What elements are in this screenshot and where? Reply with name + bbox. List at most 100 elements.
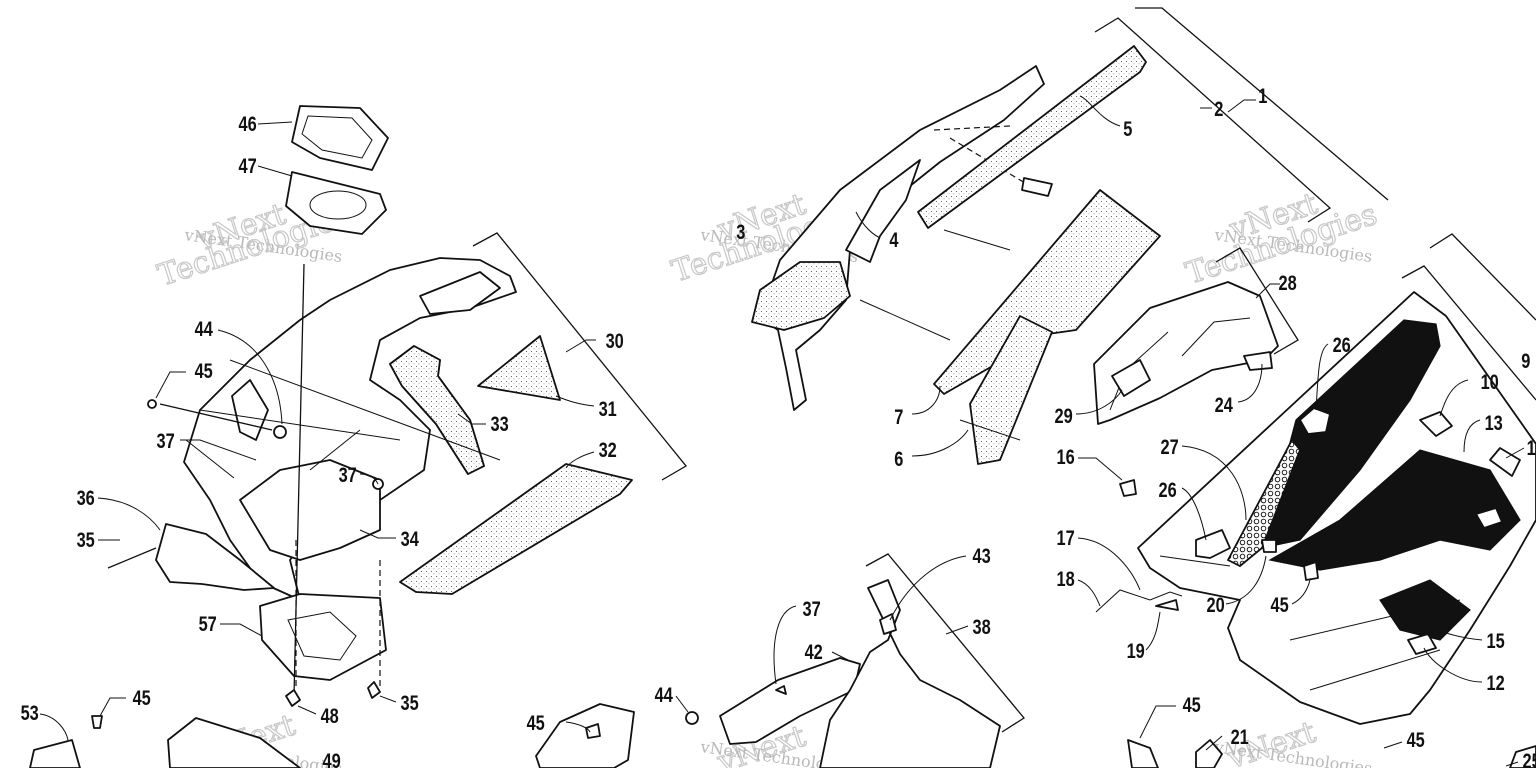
top-shroud-assembly [751, 65, 1053, 411]
callout-18: 18 [1057, 567, 1075, 590]
callout-45a: 45 [195, 359, 213, 382]
leader-44a [217, 329, 283, 425]
leader-27 [1181, 445, 1247, 521]
leader-13 [1463, 419, 1481, 453]
callout-6: 6 [894, 447, 903, 470]
bracket-38 [865, 553, 1025, 733]
callout-32: 32 [599, 438, 617, 461]
callout-28: 28 [1279, 271, 1297, 294]
leader-14 [1505, 447, 1525, 459]
callout-53: 53 [21, 701, 39, 724]
callout-38: 38 [973, 615, 991, 638]
leader-34 [359, 529, 396, 539]
leader-53 [39, 713, 69, 741]
bottom-left-parts [29, 715, 301, 768]
leader-44b [675, 695, 689, 713]
callout-45c: 45 [527, 711, 545, 734]
side-panel-assembly [1137, 291, 1536, 725]
clip-43 [879, 613, 897, 635]
leader-26a [1315, 343, 1329, 411]
side-panel-detail-lines [1159, 555, 1461, 691]
callout-31: 31 [599, 397, 617, 420]
screw-48 [285, 689, 301, 707]
vent-clip-24 [1243, 351, 1273, 371]
part-53 [29, 739, 81, 768]
vent-panel [1093, 281, 1279, 425]
callout-46: 46 [239, 112, 257, 135]
leader-29 [1075, 389, 1123, 415]
side-panel-graphic-upper [1261, 319, 1441, 549]
leader-4 [855, 211, 881, 239]
callout-35a: 35 [77, 528, 95, 551]
screw-35-bottom [367, 681, 381, 699]
callout-57: 57 [199, 612, 217, 635]
leader-15 [1427, 625, 1483, 641]
callout-37b: 37 [339, 463, 357, 486]
fasteners [107, 399, 1319, 739]
callout-labels: 1 2 3 4 5 6 7 9 10 12 13 14 15 16 17 18 … [21, 84, 1536, 768]
gasket-46-inner [301, 115, 373, 159]
leader-32 [565, 451, 595, 469]
gasket-plates [285, 105, 389, 235]
callout-48: 48 [321, 704, 339, 727]
callout-20: 20 [1207, 593, 1225, 616]
callout-15: 15 [1487, 629, 1505, 652]
leader-47 [257, 165, 293, 177]
leader-6 [911, 429, 969, 457]
callout-26b: 26 [1159, 478, 1177, 501]
leader-7 [911, 385, 941, 415]
callout-42: 42 [805, 640, 823, 663]
leader-33 [457, 413, 486, 425]
side-panel-mesh [1226, 438, 1302, 568]
assembly-brackets [472, 7, 1536, 733]
leader-36 [97, 497, 161, 531]
callout-4: 4 [889, 228, 899, 251]
screw-35-left [107, 547, 157, 569]
leader-37b [359, 473, 379, 485]
callout-17: 17 [1057, 526, 1075, 549]
callout-49: 49 [323, 749, 341, 768]
screw-45-right [1303, 561, 1319, 581]
screw-head-45 [147, 399, 157, 409]
callout-29: 29 [1055, 404, 1073, 427]
leader-21 [1205, 735, 1223, 751]
callout-45b: 45 [133, 686, 151, 709]
bracket-28 [1215, 247, 1299, 355]
callout-25: 25 [1523, 749, 1536, 768]
bottom-center-parts [535, 579, 1001, 768]
callout-16: 16 [1057, 445, 1075, 468]
skid-plate-cutout [287, 611, 357, 661]
foam-32 [399, 463, 633, 595]
callout-33: 33 [491, 412, 509, 435]
clip-16 [1119, 479, 1137, 497]
shroud-foam-3 [751, 261, 851, 331]
callout-12: 12 [1487, 671, 1505, 694]
leader-lines [39, 95, 1525, 767]
callout-1: 1 [1258, 84, 1267, 107]
left-body-assembly [155, 257, 633, 697]
bracket-30 [472, 232, 687, 481]
leader-12 [1423, 647, 1483, 683]
leader-45-br [1139, 705, 1176, 739]
side-panel-graphic-lower [1268, 449, 1521, 571]
vent-panel-body [1093, 281, 1279, 425]
plate-47 [285, 171, 387, 235]
callout-27: 27 [1161, 435, 1179, 458]
side-panel-graphic-tail [1379, 579, 1471, 641]
screw-45-left-shaft [159, 403, 273, 431]
bracket-45-bottom [535, 703, 635, 768]
foam-5 [917, 45, 1147, 229]
part-21 [1195, 739, 1223, 768]
callout-26a: 26 [1333, 333, 1351, 356]
skid-plate-57 [259, 593, 387, 681]
bracket-1 [1135, 7, 1389, 201]
foam-7 [933, 189, 1161, 395]
side-panel-tab-15 [1407, 633, 1437, 655]
callout-44b: 44 [655, 683, 674, 706]
leader-30 [565, 339, 596, 353]
leader-43 [889, 555, 967, 621]
washer-44 [685, 711, 699, 725]
leader-57 [220, 623, 263, 637]
foam-31 [477, 335, 561, 401]
callout-10: 10 [1481, 370, 1499, 393]
